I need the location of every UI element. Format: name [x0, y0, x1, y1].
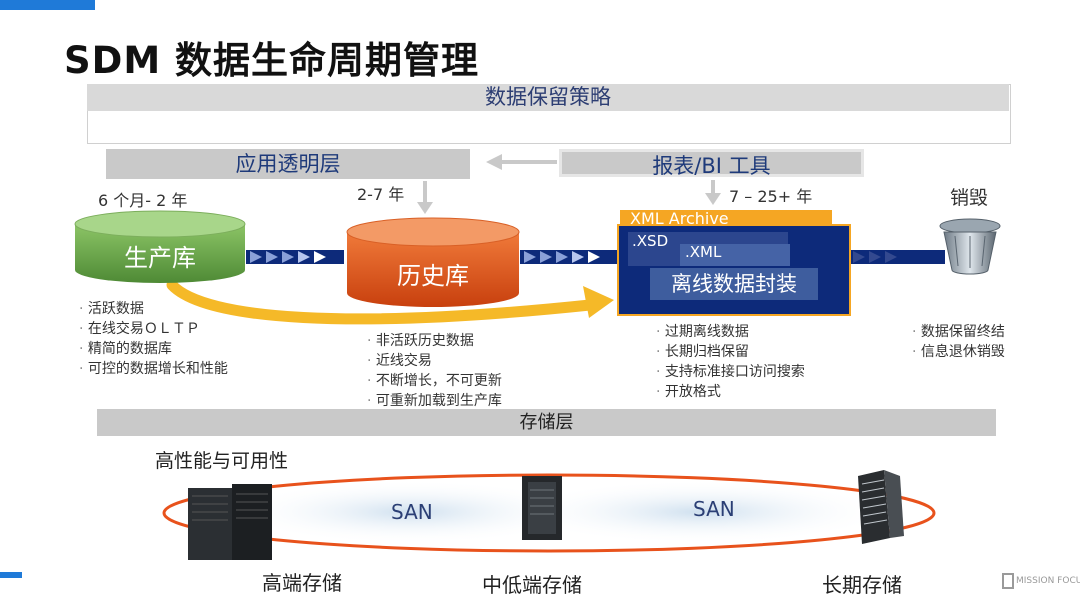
- watermark-logo-icon: [1002, 573, 1014, 589]
- application-layer-bar: 应用透明层: [106, 149, 470, 179]
- list-item: 开放格式: [656, 382, 805, 402]
- flow-arrow-prod-to-hist: [246, 250, 344, 264]
- period-production: 6 个月- 2 年: [98, 191, 188, 210]
- xml-archive-tab: XML Archive: [620, 210, 832, 228]
- list-item: 不断增长，不可更新: [367, 371, 502, 391]
- top-accent-bar: [0, 0, 95, 10]
- san-ring: [162, 473, 936, 553]
- flow-arrow-hist-to-archive: [520, 250, 618, 264]
- mid-low-storage-icon: [522, 476, 562, 540]
- list-item: 可重新加载到生产库: [367, 391, 502, 411]
- history-db-label: 历史库: [397, 262, 469, 290]
- flow-arrow-archive-to-destroy: [849, 250, 945, 264]
- period-history: 2-7 年: [357, 185, 405, 204]
- list-item: 可控的数据增长和性能: [79, 359, 228, 379]
- bi-to-app-arrow: [486, 154, 557, 170]
- down-arrow-archive: [705, 180, 721, 205]
- offline-data-package: 离线数据封装: [650, 268, 818, 300]
- history-bullets: 非活跃历史数据 近线交易 不断增长，不可更新 可重新加载到生产库: [367, 331, 502, 411]
- slide-title: SDM 数据生命周期管理: [64, 39, 480, 82]
- production-db-label: 生产库: [124, 244, 196, 272]
- list-item: 非活跃历史数据: [367, 331, 502, 351]
- list-item: 活跃数据: [79, 299, 228, 319]
- list-item: 数据保留终结: [912, 322, 1005, 342]
- production-db-cylinder: [74, 210, 246, 283]
- production-bullets: 活跃数据 在线交易ＯＬＴＰ 精简的数据库 可控的数据增长和性能: [79, 299, 228, 379]
- list-item: 精简的数据库: [79, 339, 228, 359]
- san-cloud: [230, 480, 890, 544]
- yellow-curve-arrow: [166, 279, 614, 325]
- trash-can-icon: [939, 218, 1001, 275]
- watermark-text: MISSION FOCUS: [1016, 576, 1080, 586]
- destroy-bullets: 数据保留终结 信息退休销毁: [912, 322, 1005, 362]
- list-item: 长期归档保留: [656, 342, 805, 362]
- bottom-accent-bar: [0, 572, 22, 578]
- down-arrow-history: [417, 181, 433, 214]
- bi-tools-bar: 报表/BI 工具: [559, 149, 864, 178]
- list-item: 在线交易ＯＬＴＰ: [79, 319, 228, 339]
- xml-file-card: [680, 244, 790, 266]
- xsd-file-label: .XSD: [632, 232, 669, 250]
- list-item: 信息退休销毁: [912, 342, 1005, 362]
- archive-bullets: 过期离线数据 长期归档保留 支持标准接口访问搜索 开放格式: [656, 322, 805, 402]
- high-end-storage-icon: [188, 484, 272, 560]
- list-item: 近线交易: [367, 351, 502, 371]
- list-item: 支持标准接口访问搜索: [656, 362, 805, 382]
- storage-layer-bar: 存储层: [97, 409, 996, 436]
- retention-policy-header: 数据保留策略: [87, 84, 1009, 111]
- history-db-cylinder: [346, 217, 520, 307]
- mid-low-storage-label: 中低端存储: [482, 573, 582, 597]
- list-item: 过期离线数据: [656, 322, 805, 342]
- period-destroy: 销毁: [950, 187, 989, 209]
- period-archive: 7 – 25+ 年: [729, 187, 813, 206]
- high-performance-label: 高性能与可用性: [155, 450, 289, 472]
- san-label-left: SAN: [391, 500, 433, 524]
- long-term-storage-icon: [858, 470, 904, 544]
- long-term-storage-label: 长期存储: [822, 573, 902, 597]
- xml-file-label: .XML: [685, 243, 722, 261]
- san-label-right: SAN: [693, 497, 735, 521]
- high-end-storage-label: 高端存储: [262, 571, 342, 595]
